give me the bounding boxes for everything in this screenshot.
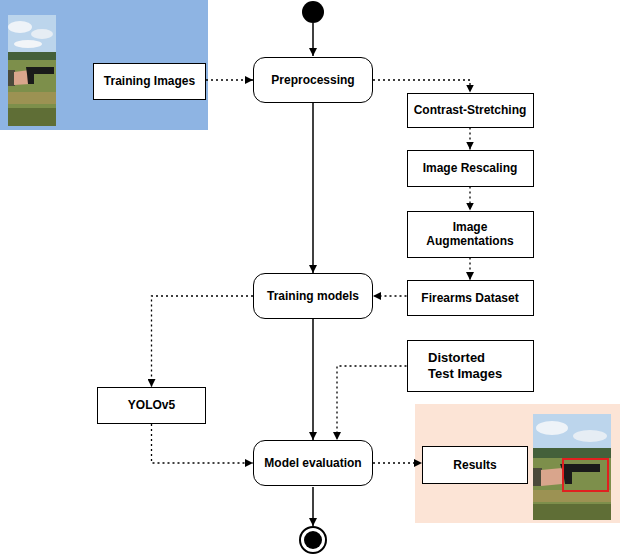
end-arrow bbox=[312, 487, 314, 526]
flow-arrow bbox=[312, 319, 314, 440]
flow-arrow bbox=[373, 462, 422, 463]
node-label: Image Rescaling bbox=[423, 161, 518, 175]
end-node-core bbox=[304, 531, 322, 549]
node-label: Image Augmentations bbox=[420, 220, 520, 249]
process-box: Training models bbox=[253, 273, 373, 319]
node-label: Contrast-Stretching bbox=[414, 103, 527, 117]
flow-arrow bbox=[469, 258, 470, 281]
end-node bbox=[300, 527, 326, 553]
training-photo bbox=[8, 15, 56, 126]
node-label: YOLOv5 bbox=[128, 398, 175, 412]
process-box: Model evaluation bbox=[253, 440, 373, 486]
step-box: Contrast-Stretching bbox=[407, 93, 534, 128]
node-label: Training Images bbox=[104, 74, 195, 88]
node-label: Preprocessing bbox=[271, 73, 354, 87]
flow-arrow bbox=[373, 80, 470, 93]
flow-arrow bbox=[312, 103, 314, 273]
flow-arrow bbox=[373, 295, 407, 296]
flow-arrow bbox=[469, 187, 470, 211]
node-label: Model evaluation bbox=[264, 456, 361, 470]
node-label: Training models bbox=[267, 289, 359, 303]
flow-arrow bbox=[152, 424, 254, 463]
node-label: Distorted Test Images bbox=[428, 350, 512, 381]
input-panel bbox=[0, 0, 208, 130]
dataset-box: Firearms Dataset bbox=[407, 280, 534, 316]
result-photo bbox=[533, 414, 611, 520]
test-data-box: Distorted Test Images bbox=[407, 340, 534, 392]
flow-arrow bbox=[206, 79, 253, 80]
flow-arrow bbox=[469, 128, 470, 150]
flow-arrow bbox=[337, 366, 407, 440]
node-label: Firearms Dataset bbox=[421, 291, 518, 305]
step-box: Image Augmentations bbox=[407, 211, 534, 258]
start-node bbox=[302, 1, 324, 23]
output-panel bbox=[415, 404, 620, 523]
process-box: Preprocessing bbox=[253, 57, 373, 103]
step-box: Image Rescaling bbox=[407, 150, 534, 187]
node-label: Results bbox=[453, 458, 496, 472]
flow-arrow bbox=[152, 296, 254, 387]
input-box: Training Images bbox=[93, 63, 206, 100]
output-box: Results bbox=[422, 446, 528, 484]
detection-box bbox=[563, 459, 608, 491]
start-arrow bbox=[312, 23, 314, 56]
model-box: YOLOv5 bbox=[97, 387, 206, 424]
